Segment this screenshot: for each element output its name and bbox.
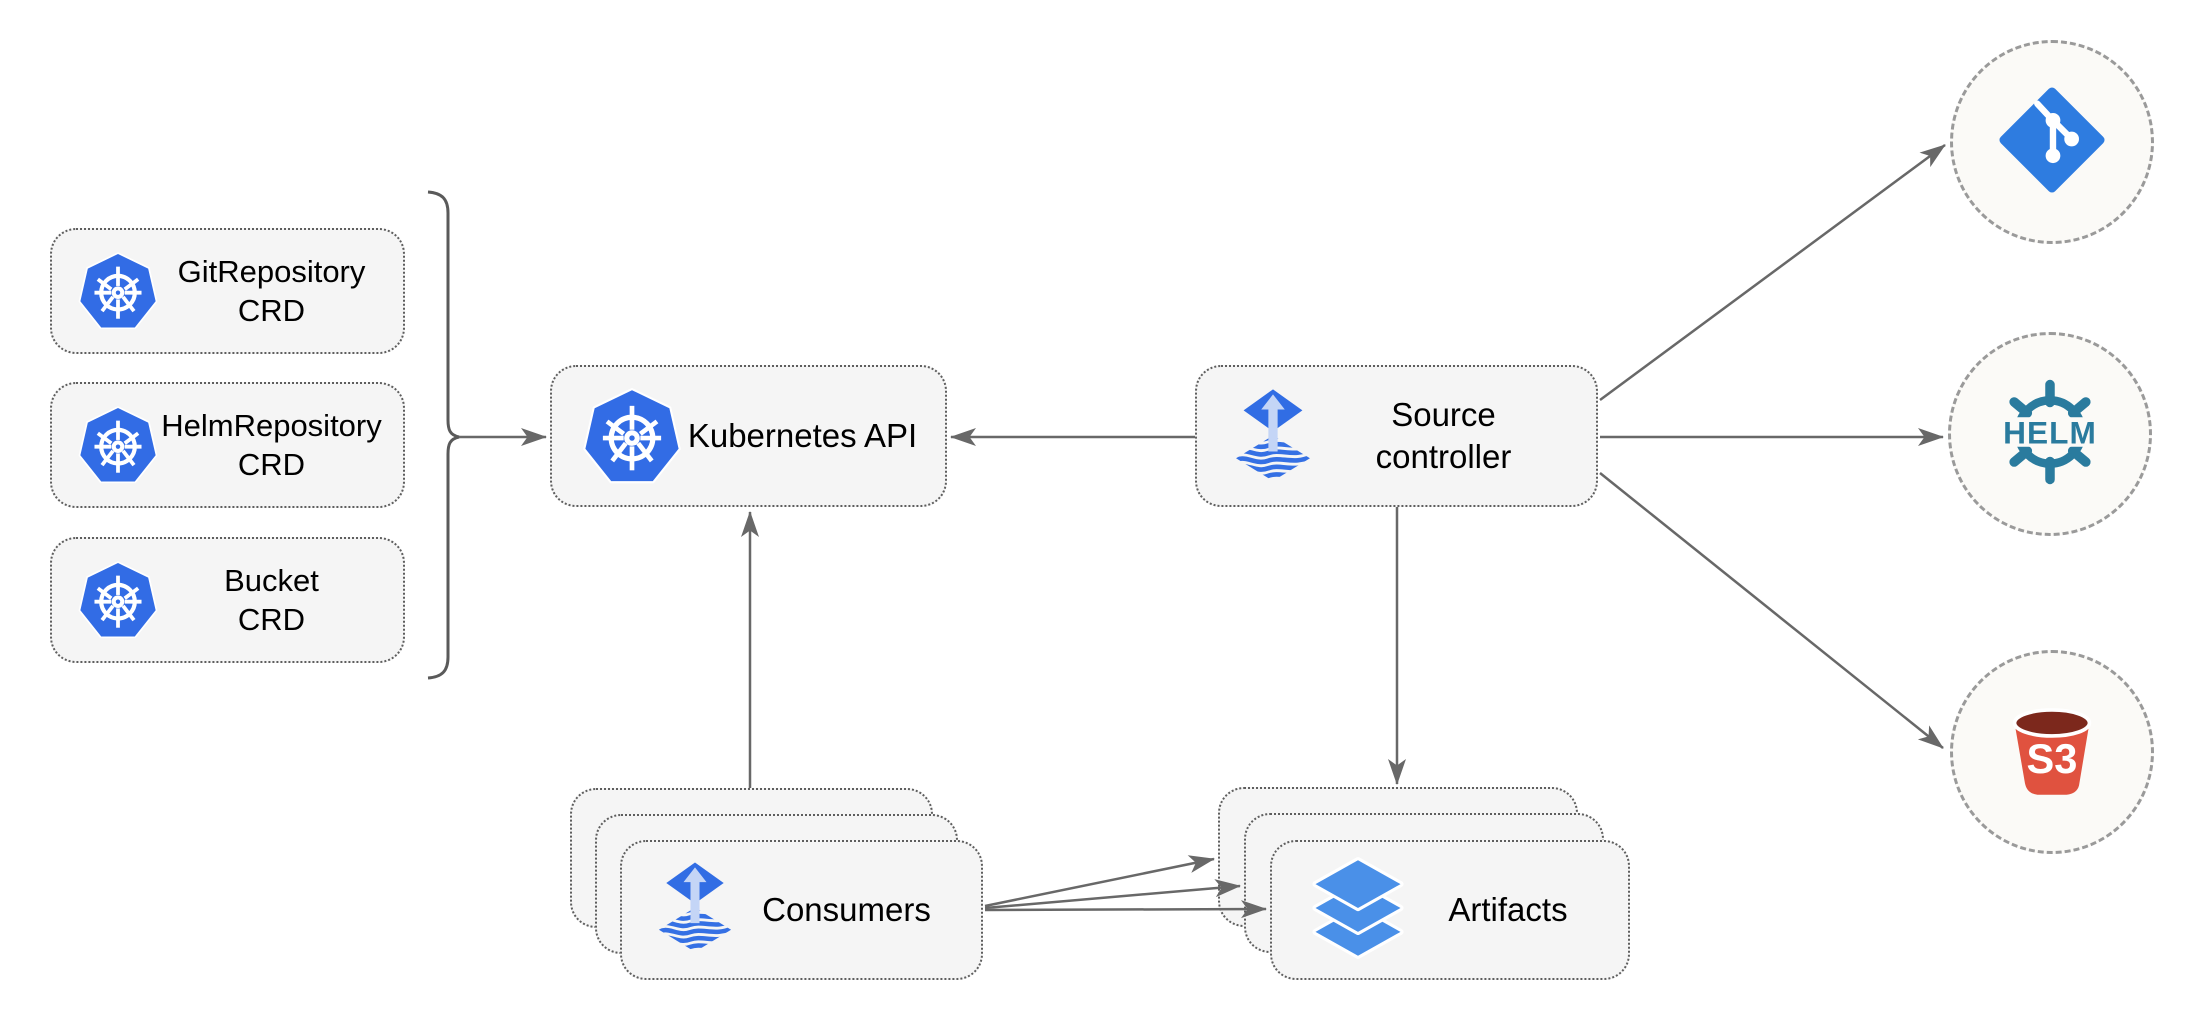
external-helm-repository: HELM [1948,332,2152,536]
kubernetes-icon [580,384,684,488]
flux-icon [1231,375,1315,497]
node-label: GitRepository CRD [177,253,366,328]
arrow-consumers-to-artifacts-2 [984,879,1241,910]
helm-icon: HELM [1992,374,2108,495]
crd-group-brace [427,190,460,680]
node-consumers: Consumers [620,840,983,980]
node-bucket-crd: Bucket CRD [50,537,405,663]
node-label: Bucket CRD [224,562,319,637]
node-source-controller: Source controller [1195,365,1598,507]
helm-wordmark: HELM [2003,414,2097,450]
kubernetes-icon [76,558,160,642]
node-label: HelmRepository CRD [161,407,382,482]
kubernetes-icon [76,403,160,487]
arrow-source-controller-to-git [1599,143,1946,402]
s3-bucket-icon: S3 [2000,698,2104,807]
git-icon [1998,86,2106,199]
node-gitrepository-crd: GitRepository CRD [50,228,405,354]
arrow-source-controller-to-s3 [1599,472,1944,749]
node-label: Kubernetes API [687,417,918,455]
node-label: Artifacts [1448,891,1568,928]
external-s3-bucket: S3 [1950,650,2154,854]
node-label: Consumers [762,891,931,928]
kubernetes-icon [76,249,160,333]
arrow-consumers-to-artifacts-1 [984,855,1215,908]
node-artifacts: Artifacts [1270,840,1630,980]
node-kubernetes-api: Kubernetes API [550,365,947,507]
external-git-repository [1950,40,2154,244]
layers-icon [1304,854,1412,967]
node-label: Source controller [1375,396,1512,475]
node-helmrepository-crd: HelmRepository CRD [50,382,405,508]
s3-wordmark: S3 [2027,734,2078,781]
flux-icon [654,849,736,972]
